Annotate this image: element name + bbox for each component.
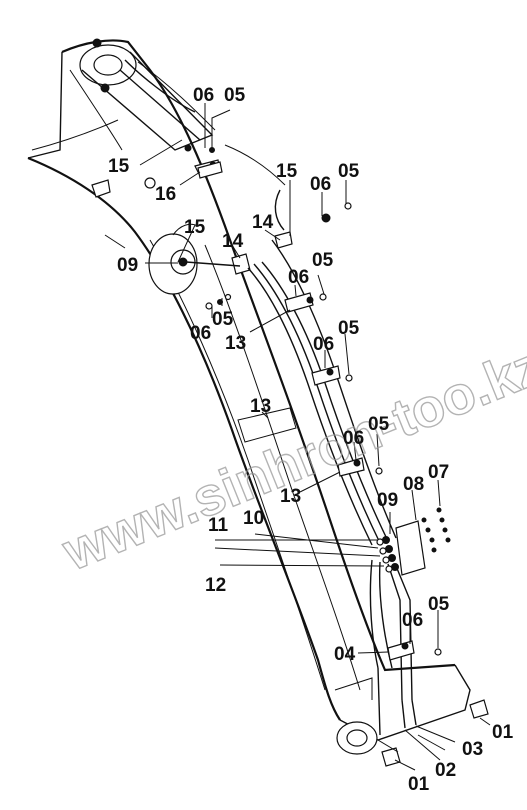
boom-foot [336,699,489,767]
label-07: 07 [428,462,449,483]
label-06: 06 [343,428,364,449]
label-05: 05 [312,250,334,271]
label-13: 13 [250,396,271,417]
label-13: 13 [280,486,301,507]
label-04: 04 [334,644,356,665]
label-05: 05 [338,161,360,182]
label-05: 05 [428,594,450,615]
label-06: 06 [313,334,334,355]
label-05: 05 [338,318,360,339]
boom-body [27,39,471,741]
label-01: 01 [492,722,514,743]
label-01: 01 [408,774,430,795]
label-02: 02 [435,760,456,781]
label-08: 08 [403,474,424,495]
label-05: 05 [368,414,390,435]
boom-top-linkage [79,38,216,151]
label-14: 14 [252,212,274,233]
label-13: 13 [225,333,246,354]
label-05: 05 [212,309,234,330]
label-11: 11 [208,515,229,536]
label-09: 09 [117,255,138,276]
manifold-block [376,507,451,576]
pipe-clamps [197,147,442,661]
pin-boss [148,223,251,295]
label-06: 06 [402,610,423,631]
label-10: 10 [243,508,264,529]
label-15: 15 [108,156,130,177]
label-15: 15 [276,161,298,182]
part-labels: 06 05 15 16 15 06 05 14 15 14 09 06 05 0… [108,85,514,795]
label-16: 16 [155,184,176,205]
label-06: 06 [288,267,309,288]
label-12: 12 [205,575,226,596]
label-05: 05 [224,85,246,106]
label-03: 03 [462,739,483,760]
label-06: 06 [310,174,331,195]
label-15: 15 [184,217,206,238]
label-06: 06 [193,85,214,106]
watermark-text: www.sinhron-too.kz [54,335,527,582]
label-09: 09 [377,490,398,511]
hydraulic-pipes [247,189,417,736]
leader-lines [139,103,491,771]
label-06: 06 [190,323,211,344]
label-14: 14 [222,231,244,252]
